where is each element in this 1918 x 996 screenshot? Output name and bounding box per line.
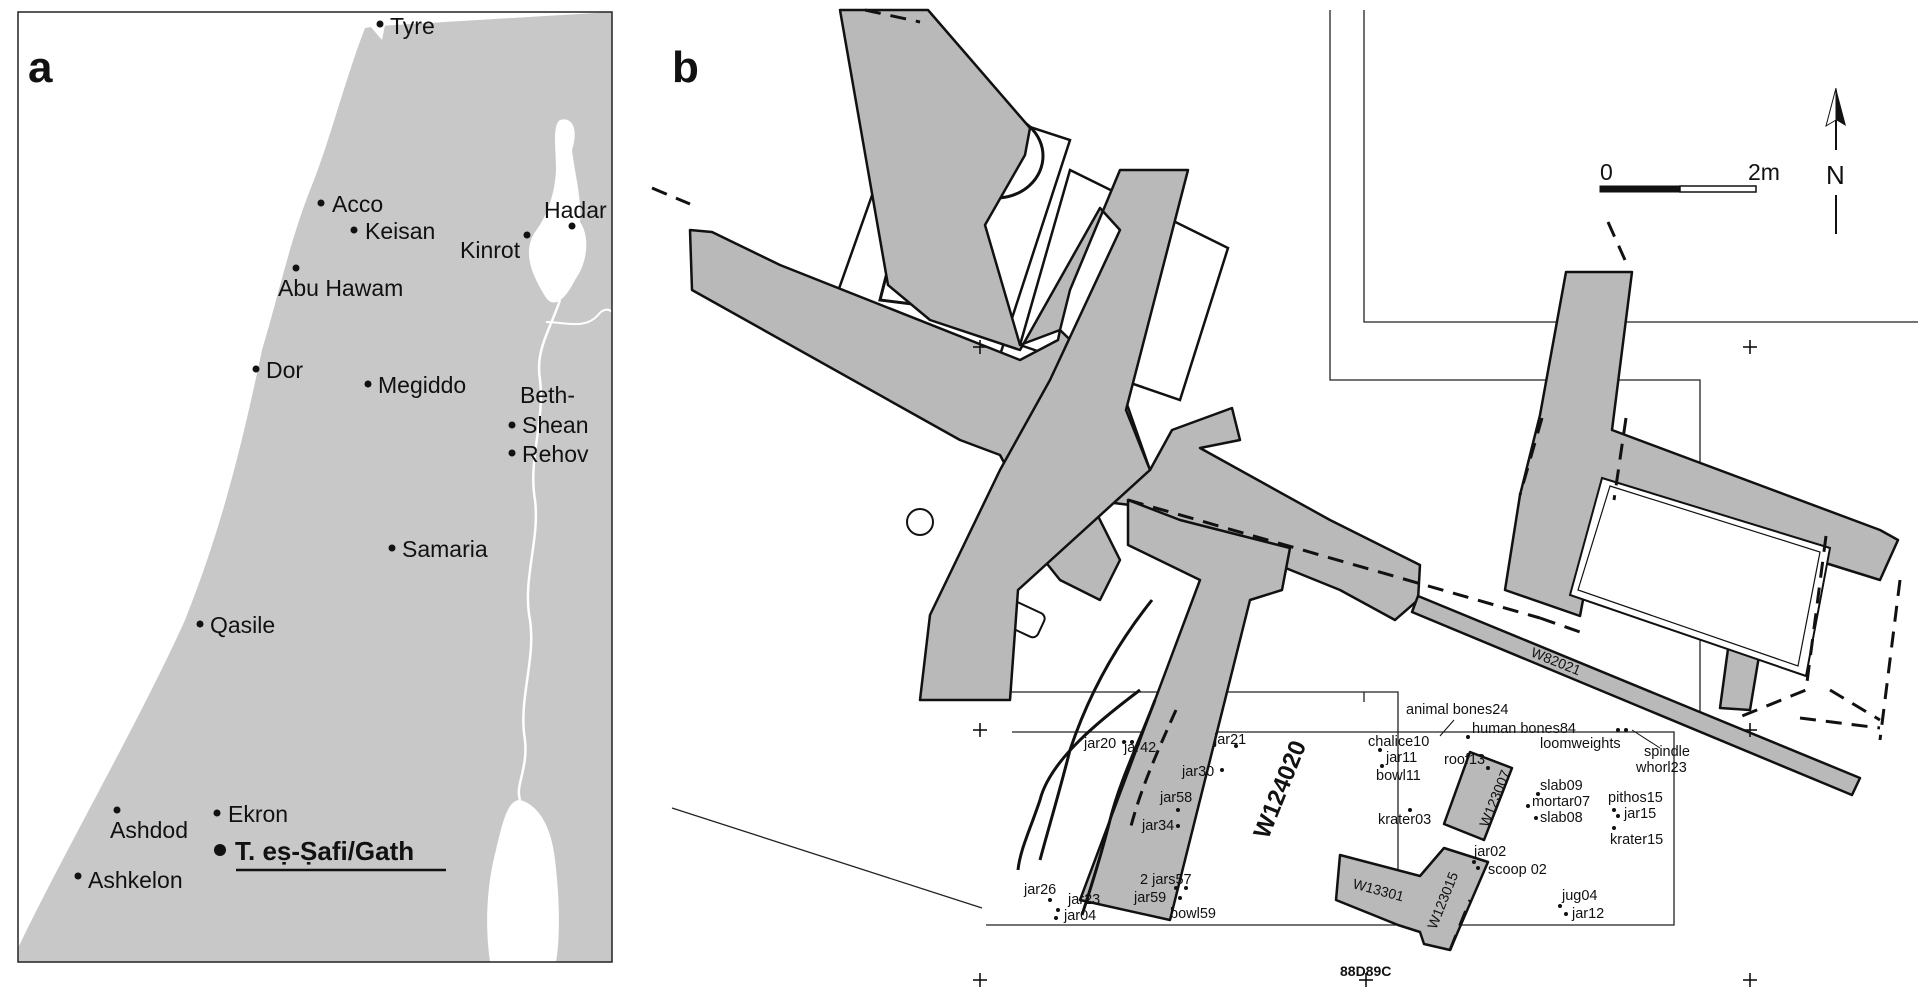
find-scoop-02: scoop 02 (1488, 862, 1547, 878)
place-kinrot: Kinrot (460, 237, 521, 263)
find-jar58: jar58 (1159, 790, 1192, 806)
walls (688, 8, 1900, 952)
grid-crosses (973, 340, 1757, 987)
panel-a-letter: a (28, 43, 53, 92)
place-beth-shean-line1: Beth- (520, 382, 575, 408)
jordan-river (517, 299, 562, 801)
find-jar15: jar15 (1623, 806, 1656, 822)
find-slab09: slab09 (1540, 778, 1583, 794)
find-jar23: jar23 (1067, 892, 1100, 908)
place-ashdod: Ashdod (110, 817, 188, 843)
post-hole (906, 508, 934, 536)
wall-w124020 (1078, 498, 1292, 922)
find-animal-bones24: animal bones24 (1406, 702, 1508, 718)
find-dots (1048, 728, 1628, 920)
find-jar02: jar02 (1473, 844, 1506, 860)
find-krater15: krater15 (1610, 832, 1663, 848)
find-jar42: jar42 (1123, 740, 1156, 756)
north-arrow: N (1825, 87, 1846, 234)
find-2-jars57: 2 jars57 (1140, 872, 1192, 888)
curved-features (1016, 599, 1178, 916)
wall-w82021 (1410, 594, 1862, 797)
place-acco: Acco (332, 191, 383, 217)
find-krater03: krater03 (1378, 812, 1431, 828)
find-whorl23: whorl23 (1635, 760, 1687, 776)
scale-bar-start: 0 (1600, 159, 1613, 185)
place-hadar: Hadar (544, 197, 607, 223)
find-bowl11: bowl11 (1376, 768, 1421, 784)
find-mortar07: mortar07 (1532, 794, 1590, 810)
place-qasile: Qasile (210, 612, 275, 638)
place-samaria: Samaria (402, 536, 488, 562)
place-abu-hawam: Abu Hawam (278, 275, 403, 301)
place-dor: Dor (266, 357, 303, 383)
panel-b-plan: b (651, 8, 1918, 987)
land-area (18, 12, 612, 962)
find-jar04: jar04 (1063, 908, 1096, 924)
find-slab08: slab08 (1540, 810, 1583, 826)
find-jar26: jar26 (1023, 882, 1056, 898)
north-south-wall (838, 8, 1190, 702)
scale-bar-end: 2m (1748, 159, 1780, 185)
place-beth-shean-line2: Shean (522, 412, 589, 438)
place-tell-es-safi-gath: T. eṣ-Ṣafi/Gath (235, 836, 414, 866)
east-wall-complex (1503, 270, 1900, 712)
inner-room (1568, 476, 1832, 678)
dashed-wall-lines (651, 8, 1902, 951)
find-pithos15: pithos15 (1608, 790, 1663, 806)
place-megiddo: Megiddo (378, 372, 466, 398)
find-chalice10: chalice10 (1368, 734, 1429, 750)
place-tyre: Tyre (390, 13, 435, 39)
sea-of-galilee (528, 119, 587, 303)
find-leader-lines (1439, 719, 1661, 749)
panel-a-map: a Tyre Acco Keisan Hadar Kinrot Abu Hawa… (0, 0, 627, 996)
place-ashkelon: Ashkelon (88, 867, 183, 893)
panel-b-letter: b (672, 43, 699, 92)
wall-w123007 (1442, 750, 1514, 842)
find-roof13: roof13 (1444, 752, 1485, 768)
find-labels: animal bones24 human bones84 loomweights… (1023, 702, 1690, 924)
find-jar12: jar12 (1571, 906, 1604, 922)
find-jar34: jar34 (1141, 818, 1174, 834)
find-jar21: jar21 (1213, 732, 1246, 748)
find-jar20: jar20 (1083, 736, 1116, 752)
place-ekron: Ekron (228, 801, 288, 827)
find-loomweights: loomweights (1540, 736, 1621, 752)
north-label: N (1826, 160, 1845, 190)
find-bowl59: bowl59 (1170, 906, 1216, 922)
find-jug04: jug04 (1561, 888, 1597, 904)
wall-w13301-w123015 (1334, 846, 1490, 952)
grid-square-label: 88D89C (1340, 963, 1391, 979)
dead-sea (487, 800, 559, 962)
find-spindle: spindle (1644, 744, 1690, 760)
yarmuk-river (545, 308, 613, 326)
place-keisan: Keisan (365, 218, 435, 244)
find-jar30: jar30 (1181, 764, 1214, 780)
wall-label-w124020: W124020 (1249, 737, 1313, 842)
find-jar11: jar11 (1385, 750, 1417, 766)
find-human-bones84: human bones84 (1472, 721, 1576, 737)
find-jar59: jar59 (1133, 890, 1166, 906)
place-rehov: Rehov (522, 441, 589, 467)
scale-bar: 0 2m (1599, 159, 1780, 193)
